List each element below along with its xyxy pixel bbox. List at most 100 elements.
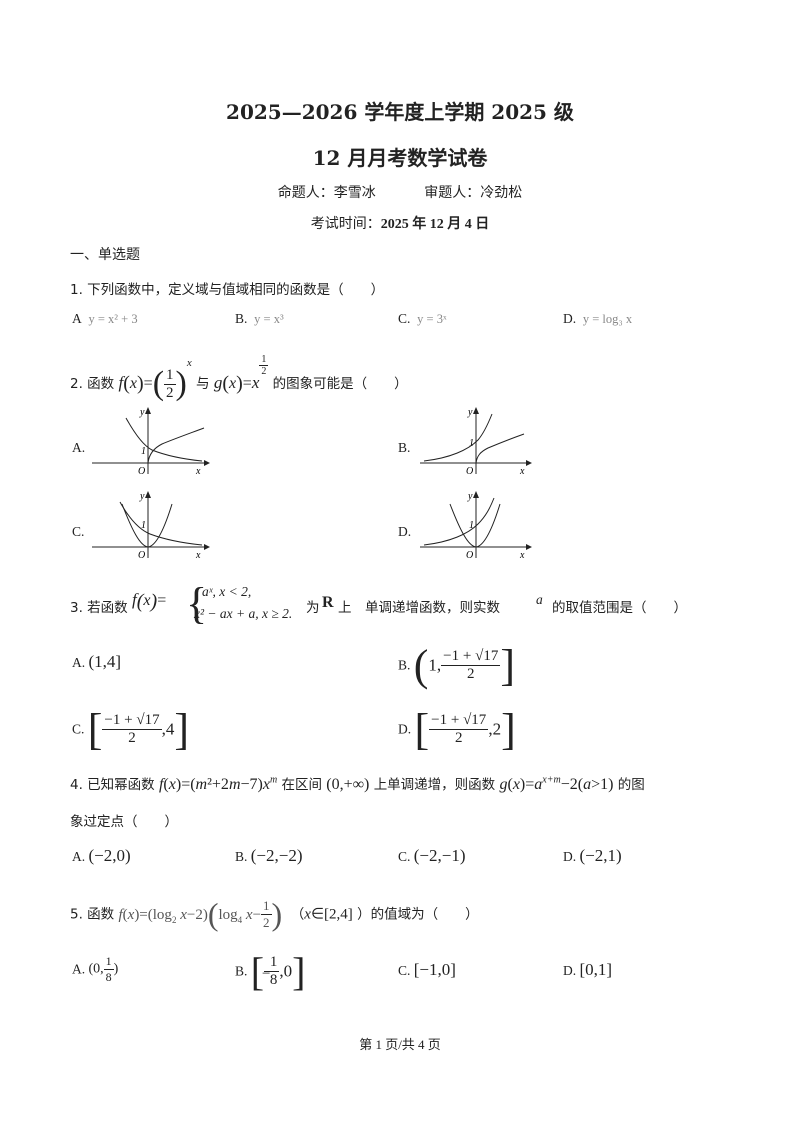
svg-text:y: y [467, 491, 473, 502]
q2-prefix: 2. 函数 [70, 376, 115, 392]
svg-text:x: x [195, 550, 201, 560]
author-line: 命题人：李雪冰 审题人：冷劲松 [0, 182, 800, 202]
option-text: (−2,−1) [413, 846, 466, 865]
q4-option-d: D. (−2,1) [563, 846, 622, 866]
svg-text:1: 1 [141, 446, 146, 457]
svg-text:1: 1 [469, 438, 474, 449]
q3-option-a: A. (1,4] [72, 652, 121, 672]
svg-text:1: 1 [141, 520, 146, 531]
q2-graph-b: y x O 1 [420, 407, 532, 476]
svg-text:O: O [138, 550, 145, 560]
q3-piece-1: aˣ, x < 2, [202, 584, 252, 599]
q4-part-d: 的图 [617, 777, 645, 793]
section-heading: 一、单选题 [70, 247, 140, 263]
option-label: D. [563, 963, 577, 978]
question-4-stem-line1: 4. 已知幂函数 f(x)=(m²+2m−7)xm 在区间 (0,+∞) 上单调… [70, 774, 645, 793]
q2-graph-c: y x O 1 [92, 491, 210, 560]
q1-option-a: A y = x² + 3 [72, 311, 138, 327]
option-label: A [72, 311, 82, 326]
option-text: [−1,0] [413, 960, 456, 979]
option-text: (−2,1) [579, 846, 622, 865]
svg-text:x: x [195, 466, 201, 476]
option-text: (1,4] [88, 652, 122, 671]
q2-graph-d: y x O 1 [420, 491, 532, 560]
svg-text:y: y [467, 407, 473, 418]
exam-time-label: 考试时间： [310, 216, 381, 232]
option-label: B. [398, 657, 411, 673]
q2-option-d: D. [398, 524, 412, 539]
q4-option-b: B. (−2,−2) [235, 846, 303, 866]
q5-option-b: B. [ 1 8,0] [235, 949, 306, 994]
exam-time-value: 2025 年 12 月 4 日 [380, 217, 490, 232]
svg-text:O: O [466, 466, 473, 476]
q2-option-b: B. [398, 440, 411, 455]
exam-time: 考试时间：2025 年 12 月 4 日 [0, 213, 800, 233]
q4-part-a: 4. 已知幂函数 [70, 777, 155, 793]
q5-option-c: C. [−1,0] [398, 960, 456, 980]
q3-end: 的取值范围是（ ） [552, 600, 687, 616]
option-label: A. [72, 655, 86, 670]
option-label: D. [398, 721, 412, 737]
svg-text:1: 1 [469, 520, 474, 531]
svg-text:y: y [139, 407, 145, 418]
option-label: A. [72, 849, 86, 864]
q1-option-d: D. y = log₃ x [563, 311, 632, 327]
question-1-stem: 1. 下列函数中，定义域与值域相同的函数是（ ） [70, 282, 385, 298]
q3-var-a: a [536, 592, 543, 607]
q4-part-b: 在区间 [281, 777, 323, 793]
svg-text:y: y [139, 491, 145, 502]
q3-suffix: 上 单调递增函数，则实数 [338, 600, 500, 616]
reviewer: 审题人：冷劲松 [424, 185, 523, 201]
exam-title-line1: 2025—2026 学年度上学期 2025 级 [226, 100, 574, 124]
option-text: y = 3ˣ [417, 312, 447, 326]
q2-option-a: A. [72, 440, 86, 455]
q1-option-b: B. y = x³ [235, 311, 284, 327]
option-label: C. [398, 849, 411, 864]
option-text: (−2,0) [88, 846, 131, 865]
q5-prefix: 5. 函数 [70, 906, 115, 923]
option-label: B. [235, 311, 248, 326]
q3-mid: 为 [306, 600, 320, 616]
q5-suffix: ）的值域为（ ） [357, 906, 479, 923]
proposer: 命题人：李雪冰 [277, 185, 376, 201]
option-text: y = x³ [254, 312, 284, 326]
svg-text:O: O [466, 550, 473, 560]
q5-b-minus: − [262, 966, 271, 982]
q3-piece-2: x² − ax + a, x ≥ 2. [194, 606, 293, 621]
svg-text:x: x [519, 550, 525, 560]
q1-option-c: C. y = 3ˣ [398, 311, 447, 327]
q4-option-c: C. (−2,−1) [398, 846, 466, 866]
q2-suffix: 的图象可能是（ ） [272, 376, 408, 392]
option-text: y = log₃ x [582, 312, 633, 326]
option-label: C. [398, 963, 411, 978]
option-text: y = x² + 3 [88, 312, 138, 326]
q4-part-c: 上单调递增，则函数 [373, 777, 496, 793]
option-label: B. [235, 963, 248, 979]
option-label: C. [72, 721, 85, 737]
exam-title-line2: 12 月月考数学试卷 [312, 146, 488, 170]
option-label: A. [72, 961, 86, 977]
q2-graph-a: y x O 1 [92, 407, 210, 476]
q4-option-a: A. (−2,0) [72, 846, 131, 866]
q5-option-d: D. [0,1] [563, 960, 612, 980]
page-footer: 第 1 页/共 4 页 [359, 1037, 441, 1052]
q3-prefix: 3. 若函数 [70, 600, 128, 616]
option-text: (−2,−2) [250, 846, 303, 865]
option-label: D. [563, 311, 577, 326]
q2-option-c: C. [72, 524, 85, 539]
q2-connector: 与 [196, 376, 210, 392]
question-4-stem-line2: 象过定点（ ） [70, 814, 178, 830]
svg-text:O: O [138, 466, 145, 476]
option-label: C. [398, 311, 411, 326]
option-text: [0,1] [579, 960, 613, 979]
q3-R: R [322, 594, 334, 611]
svg-text:x: x [519, 466, 525, 476]
option-label: D. [563, 849, 577, 864]
option-label: B. [235, 849, 248, 864]
